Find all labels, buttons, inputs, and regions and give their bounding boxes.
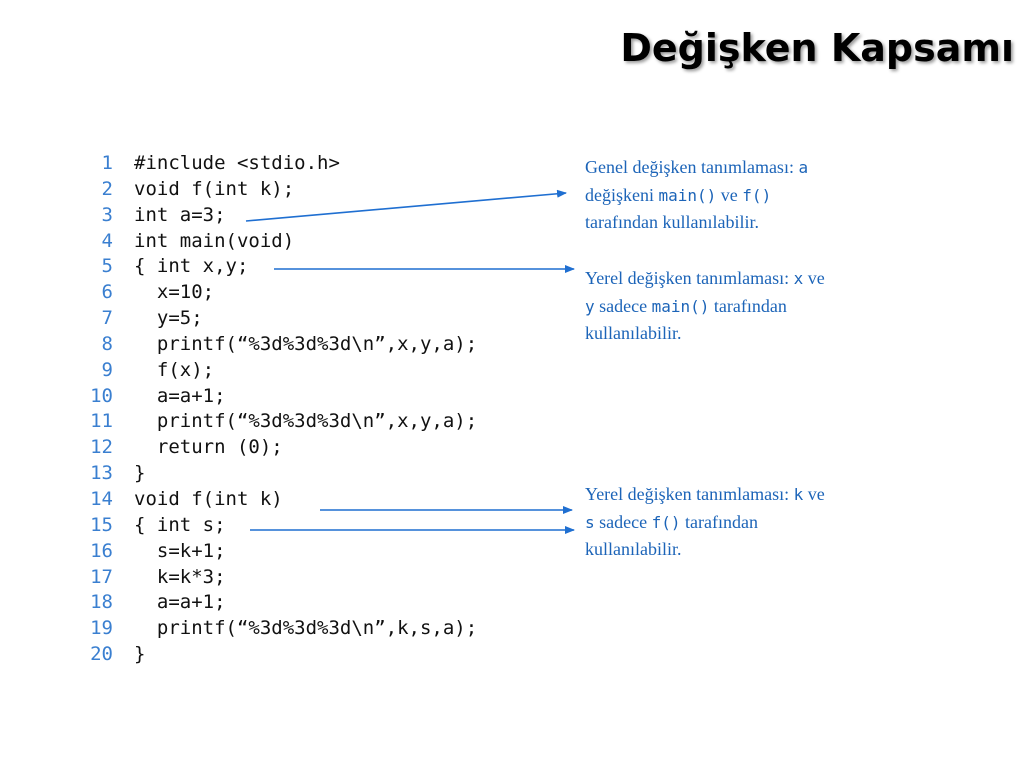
line-number: 15 — [90, 513, 113, 536]
note-code: f() — [742, 185, 772, 205]
local-f-variable-note: Yerel değişken tanımlaması: k ve s sadec… — [585, 481, 915, 563]
note-code: x — [793, 269, 804, 288]
code-text: void f(int k) — [134, 487, 283, 510]
code-line: 4 int main(void) — [80, 229, 570, 255]
code-text: #include <stdio.h> — [134, 152, 340, 174]
line-number: 7 — [101, 307, 113, 330]
note-code: k — [793, 485, 804, 504]
code-line: 1 #include <stdio.h> — [80, 151, 570, 177]
line-number: 11 — [90, 410, 113, 433]
note-text: kullanılabilir. — [585, 323, 682, 343]
line-number: 20 — [90, 643, 113, 666]
code-line: 6 x=10; — [80, 280, 570, 306]
code-line: 15 { int s; — [80, 513, 570, 539]
code-line: 12 return (0); — [80, 435, 570, 461]
code-text: printf(“%3d%3d%3d\n”,x,y,a); — [134, 332, 478, 355]
note-text: tarafından — [709, 295, 787, 316]
line-number: 12 — [90, 436, 113, 459]
line-number: 14 — [90, 487, 113, 510]
note-text: kullanılabilir. — [585, 539, 682, 559]
code-line: 13} — [80, 461, 570, 487]
line-number: 2 — [101, 177, 113, 200]
line-number: 10 — [90, 384, 113, 407]
code-line: 7 y=5; — [80, 306, 570, 332]
note-code: main() — [658, 185, 717, 205]
note-code: y — [585, 296, 595, 316]
code-text: printf(“%3d%3d%3d\n”,k,s,a); — [134, 617, 478, 640]
code-line: 3 int a=3; — [80, 203, 570, 229]
note-code: s — [585, 512, 595, 532]
line-number: 4 — [101, 229, 113, 252]
line-number: 8 — [101, 332, 113, 355]
code-listing: 1 #include <stdio.h> 2 void f(int k); 3 int… — [80, 151, 570, 668]
code-line: 8 printf(“%3d%3d%3d\n”,x,y,a); — [80, 332, 570, 358]
global-variable-note: Genel değişken tanımlaması: a değişkeni … — [585, 154, 915, 236]
line-number: 9 — [101, 358, 113, 381]
code-line: 9 f(x); — [80, 358, 570, 384]
code-line: 20} — [80, 642, 570, 668]
code-line: 5 { int x,y; — [80, 254, 570, 280]
code-text: k=k*3; — [134, 565, 226, 588]
local-main-variable-note: Yerel değişken tanımlaması: x ve y sadec… — [585, 265, 915, 347]
note-text: sadece — [594, 295, 652, 316]
note-text: Genel değişken tanımlaması: — [585, 157, 799, 177]
code-line: 19 printf(“%3d%3d%3d\n”,k,s,a); — [80, 616, 570, 642]
code-text: void f(int k); — [134, 177, 295, 200]
slide-title: Değişken Kapsamı — [620, 26, 1014, 70]
line-number: 6 — [101, 281, 113, 304]
code-line: 2 void f(int k); — [80, 177, 570, 203]
note-code: a — [798, 158, 809, 177]
code-text: f(x); — [134, 358, 215, 381]
line-number: 19 — [90, 617, 113, 640]
line-number: 13 — [90, 462, 113, 485]
note-text: ve — [803, 484, 825, 504]
note-code: f() — [651, 512, 681, 532]
code-line: 14 void f(int k) — [80, 487, 570, 513]
code-text: int main(void) — [134, 229, 295, 252]
code-line: 17 k=k*3; — [80, 565, 570, 591]
note-text: Yerel değişken tanımlaması: — [585, 484, 794, 504]
code-text: } — [134, 462, 146, 485]
code-text: return (0); — [134, 436, 283, 459]
line-number: 16 — [90, 539, 113, 562]
line-number: 1 — [101, 152, 113, 174]
line-number: 5 — [101, 255, 113, 278]
line-number: 3 — [101, 203, 113, 226]
code-text: y=5; — [134, 307, 203, 330]
note-text: sadece — [594, 511, 652, 532]
code-text: a=a+1; — [134, 384, 226, 407]
note-text: tarafından — [680, 511, 758, 532]
line-number: 17 — [90, 565, 113, 588]
note-text: ve — [716, 184, 743, 205]
note-text: Yerel değişken tanımlaması: — [585, 268, 794, 288]
note-text: ve — [803, 268, 825, 288]
line-number: 18 — [90, 591, 113, 614]
code-text: { int s; — [134, 513, 226, 536]
code-text: x=10; — [134, 281, 215, 304]
note-text: tarafından kullanılabilir. — [585, 212, 759, 232]
code-line: 18 a=a+1; — [80, 590, 570, 616]
code-text: s=k+1; — [134, 539, 226, 562]
code-line: 16 s=k+1; — [80, 539, 570, 565]
code-text: } — [134, 643, 146, 666]
code-line: 11 printf(“%3d%3d%3d\n”,x,y,a); — [80, 409, 570, 435]
code-text: printf(“%3d%3d%3d\n”,x,y,a); — [134, 410, 478, 433]
code-line: 10 a=a+1; — [80, 384, 570, 410]
note-code: main() — [651, 296, 710, 316]
code-text: int a=3; — [134, 203, 226, 226]
note-text: değişkeni — [585, 184, 659, 205]
code-text: { int x,y; — [134, 255, 249, 278]
code-text: a=a+1; — [134, 591, 226, 614]
